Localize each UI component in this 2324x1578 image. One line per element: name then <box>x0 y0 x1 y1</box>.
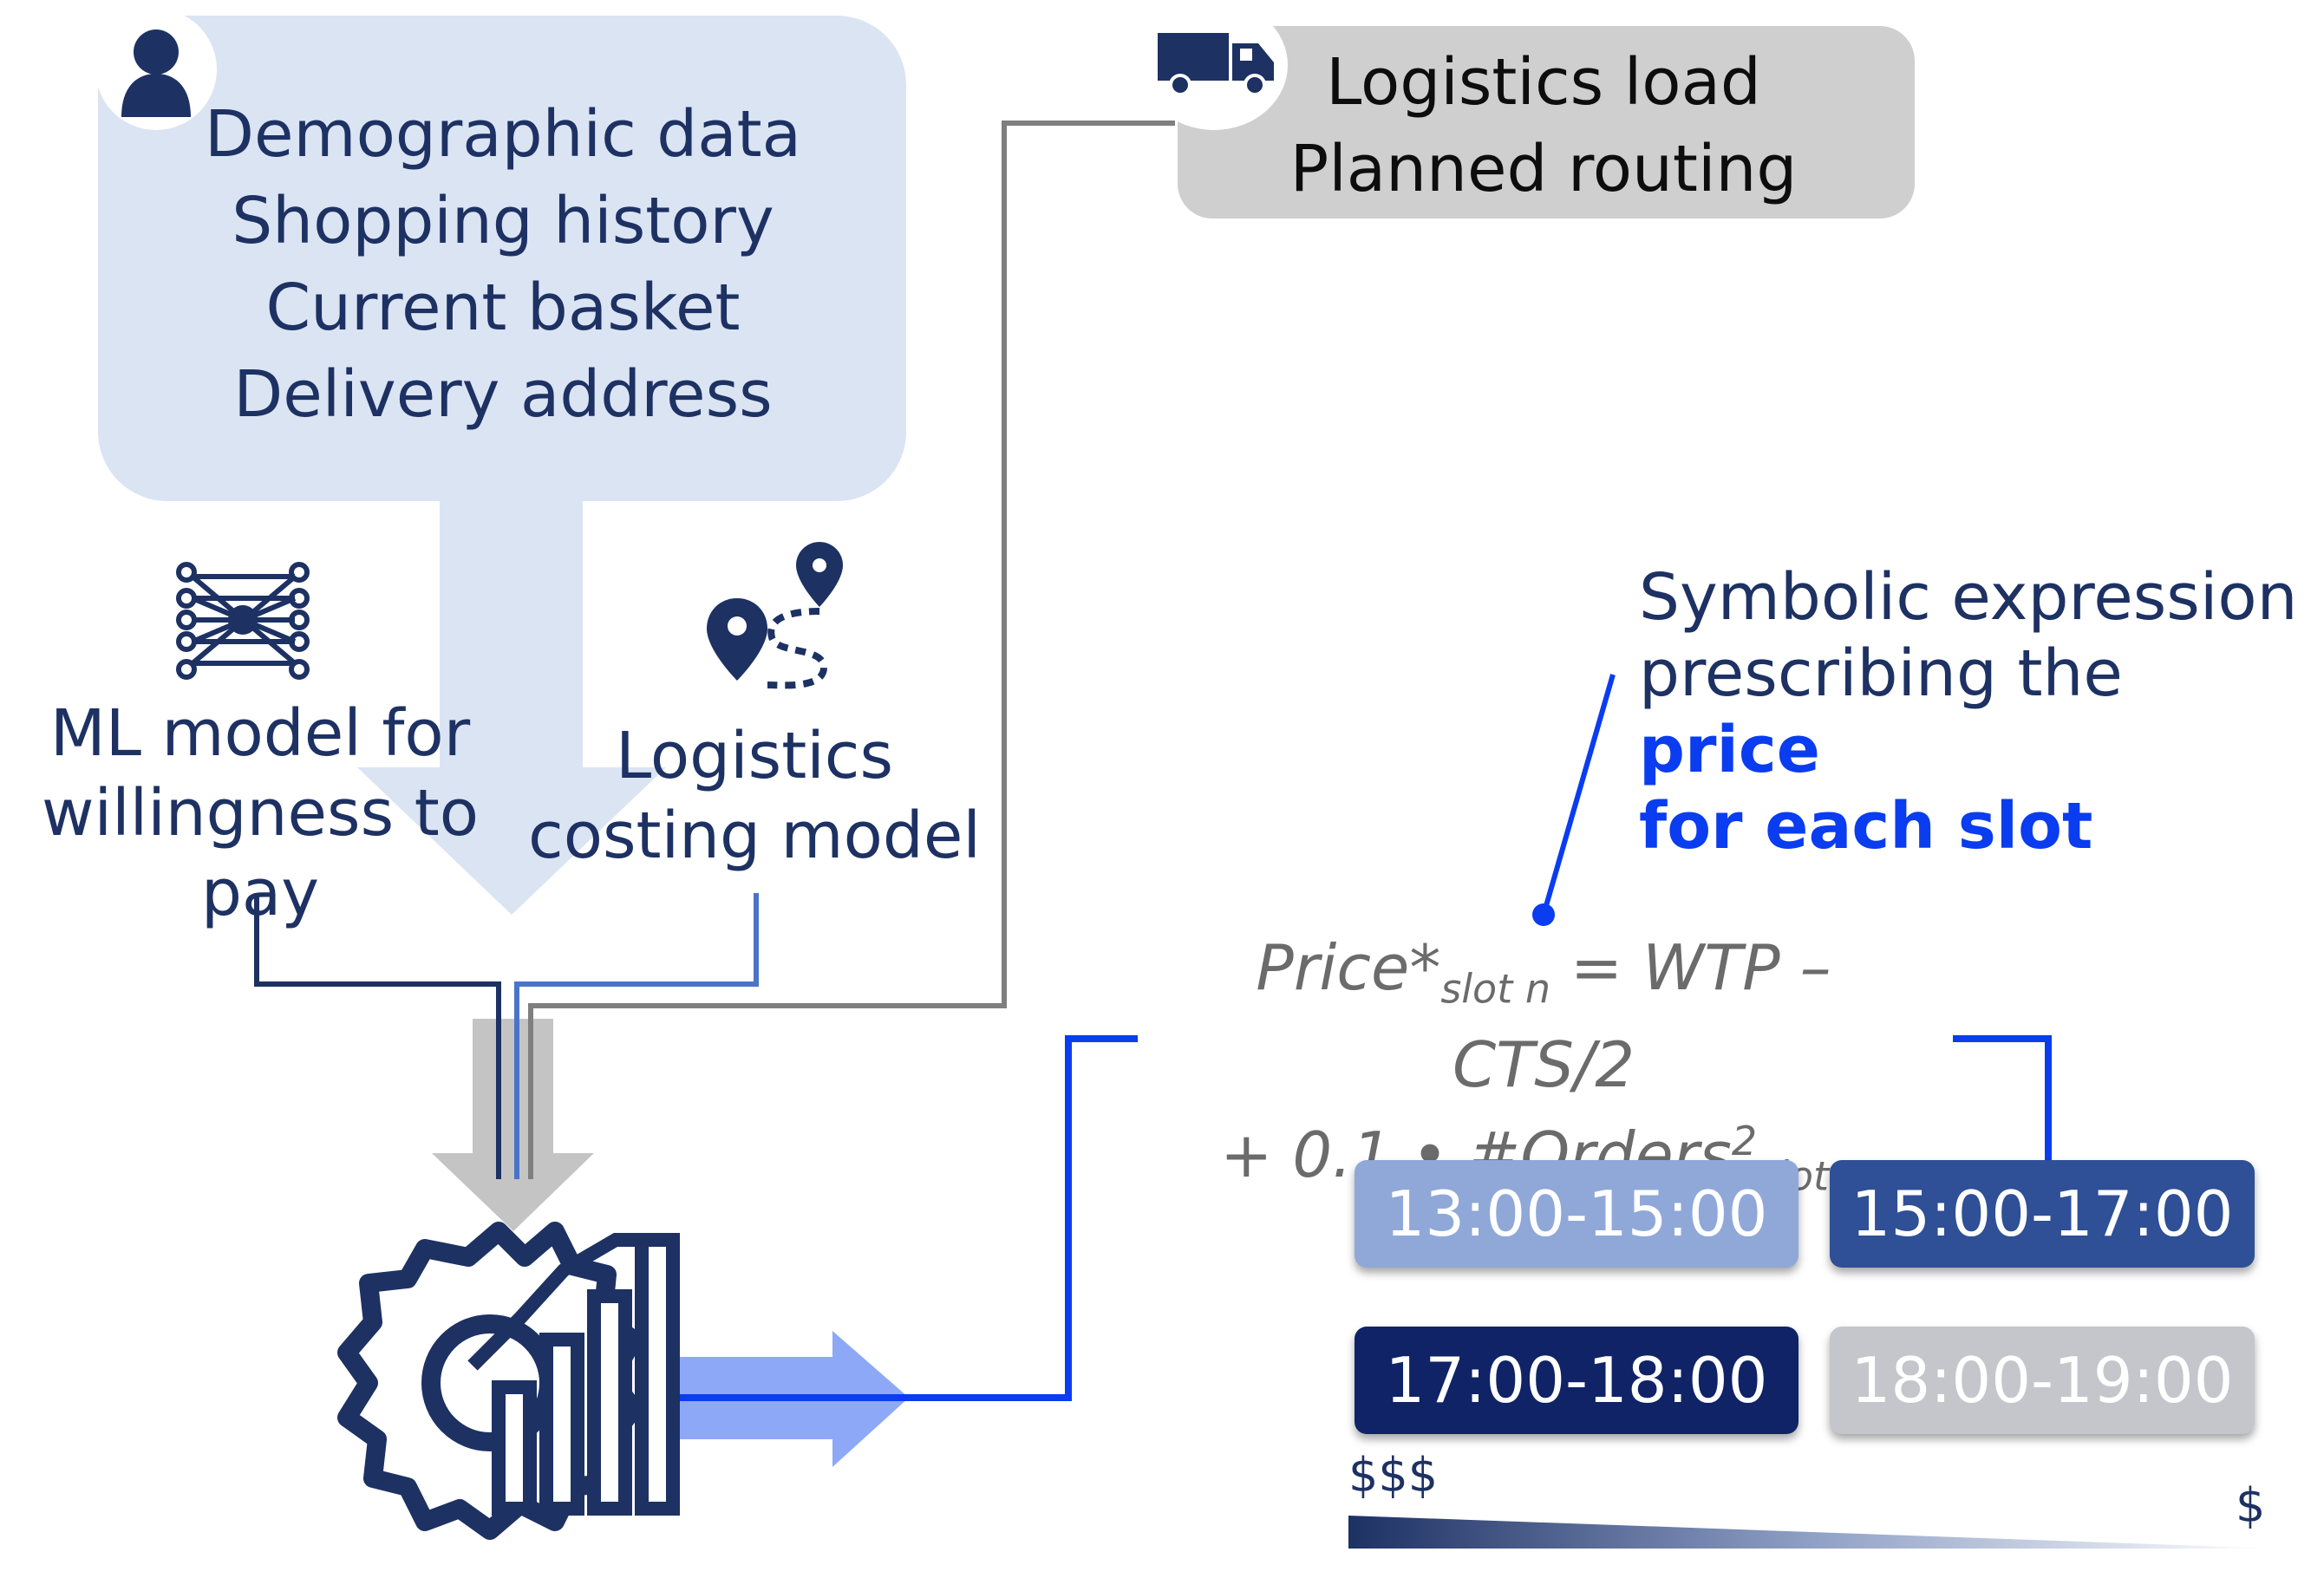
callout-line-3: for each slot <box>1639 789 2093 864</box>
input-merge-arrow <box>432 1019 594 1231</box>
customer-data-line: Delivery address <box>233 357 773 432</box>
formula-line-1: Price*slot n = WTP – <box>1205 929 1882 1027</box>
ml-connector-line <box>254 893 501 1179</box>
slot-1500-1700[interactable]: 15:00-17:00 <box>1830 1160 2255 1268</box>
user-icon <box>121 29 191 117</box>
logistics-connector-line <box>528 121 1175 1179</box>
route-map-icon <box>707 542 843 689</box>
formula-price: Price* <box>1256 931 1441 1004</box>
truck-icon <box>1158 33 1274 96</box>
slot-1800-1900[interactable]: 18:00-19:00 <box>1830 1327 2255 1434</box>
customer-data-list: Demographic data Shopping history Curren… <box>156 91 850 438</box>
formula-price-subscript: slot n <box>1440 965 1551 1013</box>
neural-network-icon <box>176 562 310 680</box>
customer-data-line: Shopping history <box>232 184 774 258</box>
growth-bars-icon <box>492 1233 680 1516</box>
truck-badge <box>1140 0 1288 130</box>
costing-model-line: Logistics <box>615 719 894 793</box>
logistics-data-list: Logistics load Planned routing <box>1231 39 1856 212</box>
logistics-data-line: Logistics load <box>1326 45 1761 120</box>
formula-wtp: = WTP – <box>1550 931 1831 1004</box>
callout-pointer-dot <box>1532 903 1555 926</box>
customer-data-box <box>98 16 906 501</box>
formula-orders-exponent: 2 <box>1731 1118 1758 1165</box>
growth-trend-line <box>467 1233 659 1371</box>
costing-connector-line <box>514 893 759 1179</box>
callout-line-2: prescribing the price <box>1639 636 2315 788</box>
ml-model-line: pay <box>200 856 320 930</box>
avatar <box>95 9 217 130</box>
customer-data-line: Current basket <box>265 271 741 345</box>
slot-connector-line <box>1953 1035 2052 1160</box>
slot-1300-1500[interactable]: 13:00-15:00 <box>1355 1160 1798 1268</box>
ml-model-line: willingness to <box>42 776 479 851</box>
symbolic-expression-callout: Symbolic expression prescribing the pric… <box>1639 559 2315 864</box>
slot-1700-1800[interactable]: 17:00-18:00 <box>1355 1327 1798 1434</box>
customer-data-line: Demographic data <box>205 97 801 172</box>
costing-model-label: Logistics costing model <box>512 716 997 876</box>
ml-model-line: ML model for <box>49 696 471 771</box>
callout-line-1: Symbolic expression <box>1639 560 2298 635</box>
logistics-data-line: Planned routing <box>1289 132 1798 206</box>
price-scale-high: $$$ <box>1348 1448 1439 1503</box>
callout-text: prescribing the <box>1639 636 2123 711</box>
callout-highlight: price <box>1639 713 1820 787</box>
logistics-box <box>1178 26 1915 218</box>
price-scale-low: $ <box>2236 1478 2266 1533</box>
costing-model-line: costing model <box>528 799 981 873</box>
output-connector-line <box>672 1035 1138 1401</box>
formula-line-2: CTS/2 <box>1452 1028 1635 1102</box>
customer-flow-arrow <box>357 494 666 915</box>
callout-pointer-line <box>1541 674 1616 916</box>
ml-model-label: ML model for willingness to pay <box>17 694 503 933</box>
